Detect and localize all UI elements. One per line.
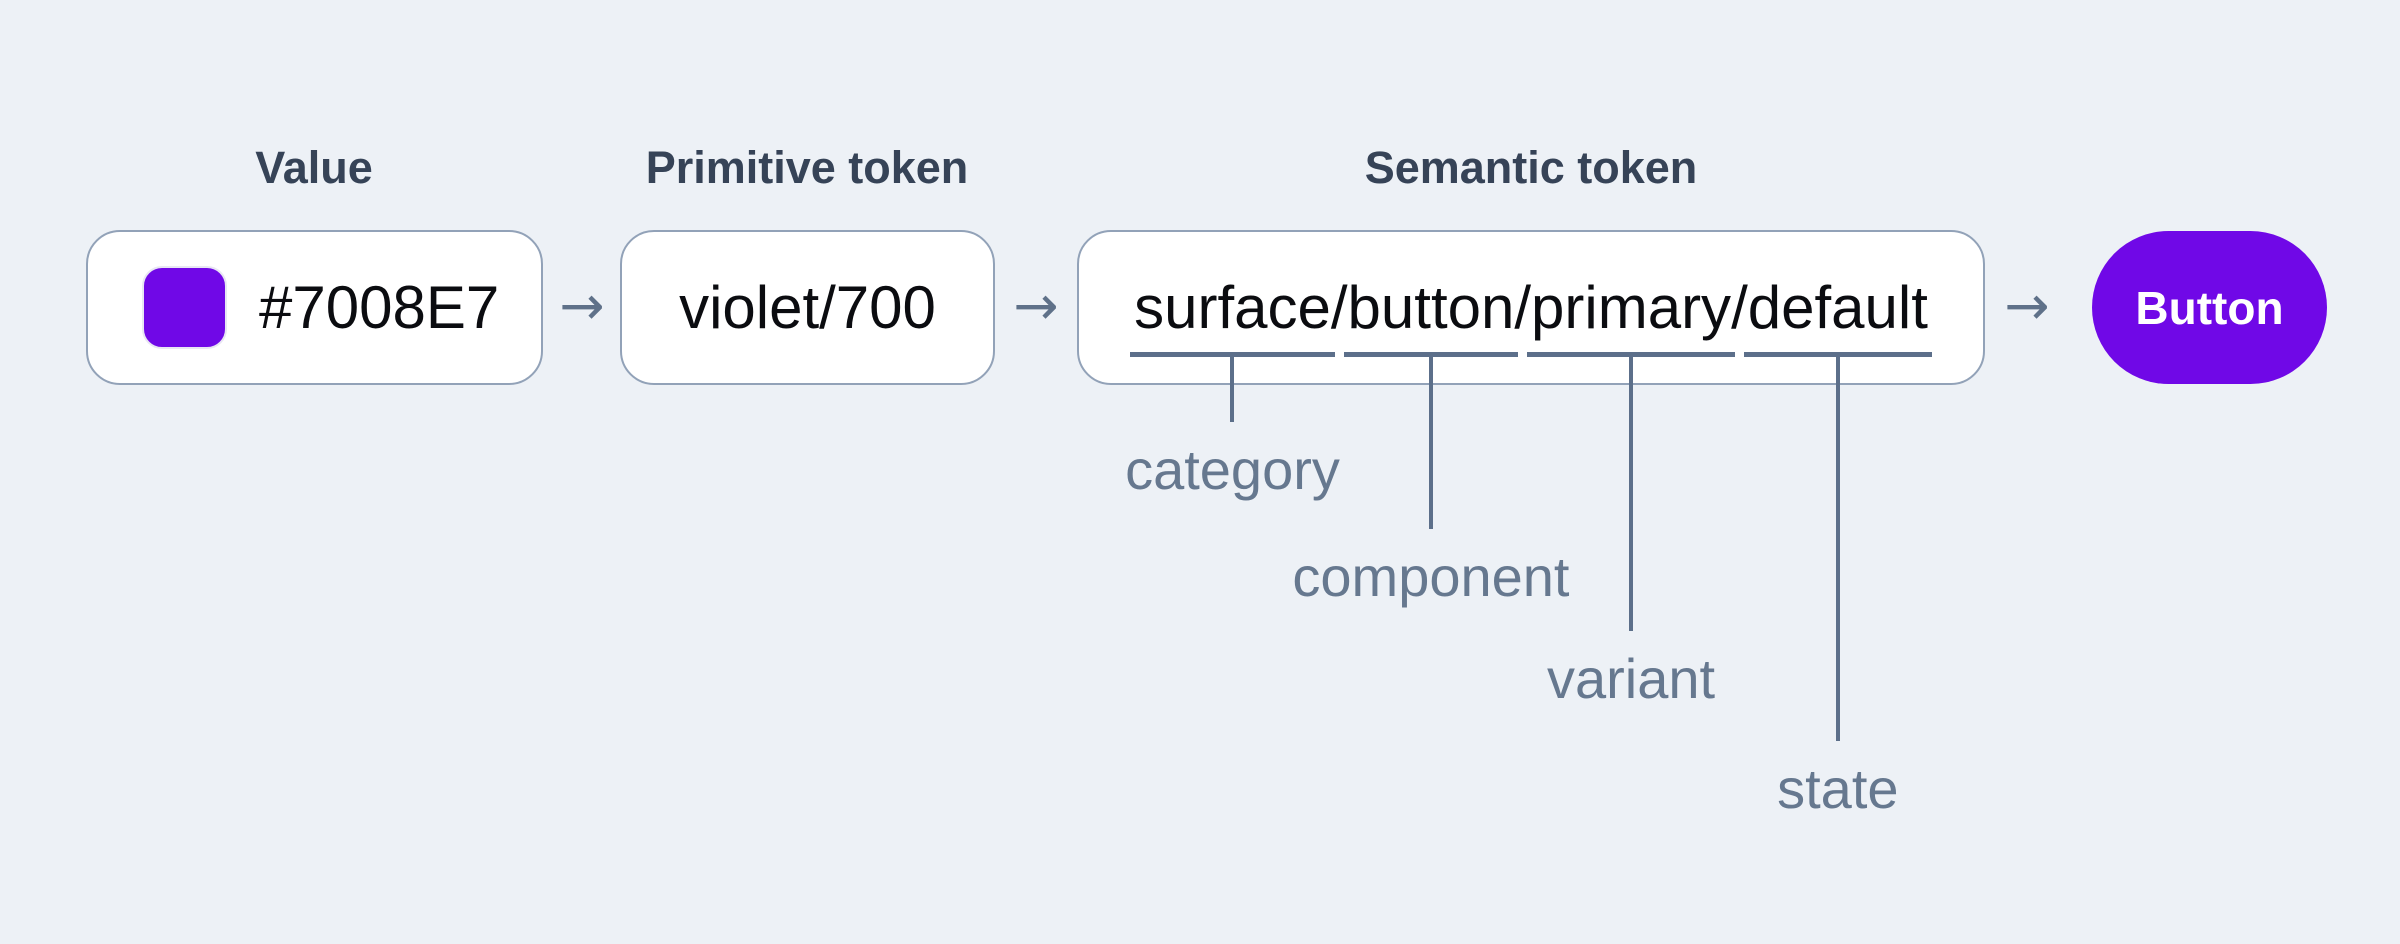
token-part-category: surface — [1134, 273, 1331, 341]
token-segment-category: surface category — [1125, 277, 1340, 499]
token-segment-component: button component — [1292, 277, 1569, 606]
primary-button[interactable]: Button — [2092, 231, 2327, 384]
value-heading: Value — [255, 142, 373, 193]
segment-label-state: state — [1777, 756, 1899, 820]
segment-label-component: component — [1292, 544, 1570, 608]
primitive-token-heading: Primitive token — [645, 142, 969, 193]
right-arrow-icon: → — [559, 274, 605, 337]
token-segment-variant: primary variant — [1527, 277, 1736, 708]
semantic-token-heading: Semantic token — [1364, 142, 1698, 193]
value-box: #7008E7 — [86, 230, 543, 385]
path-separator: / — [1330, 273, 1348, 341]
primary-button-label: Button — [2135, 281, 2284, 334]
path-separator: / — [1731, 273, 1748, 341]
segment-label-variant: variant — [1547, 646, 1716, 710]
semantic-token-text: surface category / button component / pr… — [1125, 273, 1932, 818]
token-segment-state: default state — [1743, 277, 1932, 818]
path-separator: / — [1514, 273, 1532, 341]
color-swatch — [142, 266, 227, 349]
token-part-state: default — [1747, 273, 1928, 341]
right-arrow-icon: → — [1013, 274, 1059, 337]
token-part-variant: primary — [1531, 273, 1732, 341]
token-part-component: button — [1347, 273, 1515, 341]
connector-line-component — [1428, 351, 1433, 529]
segment-label-category: category — [1125, 437, 1340, 501]
connector-line-category — [1230, 351, 1235, 422]
primitive-token-box: violet/700 — [620, 230, 995, 385]
connector-line-state — [1835, 351, 1840, 741]
right-arrow-icon: → — [2004, 274, 2050, 337]
connector-line-variant — [1629, 351, 1634, 631]
semantic-token-box: surface category / button component / pr… — [1077, 230, 1985, 818]
hex-value-text: #7008E7 — [259, 273, 500, 341]
primitive-token-text: violet/700 — [679, 273, 936, 341]
